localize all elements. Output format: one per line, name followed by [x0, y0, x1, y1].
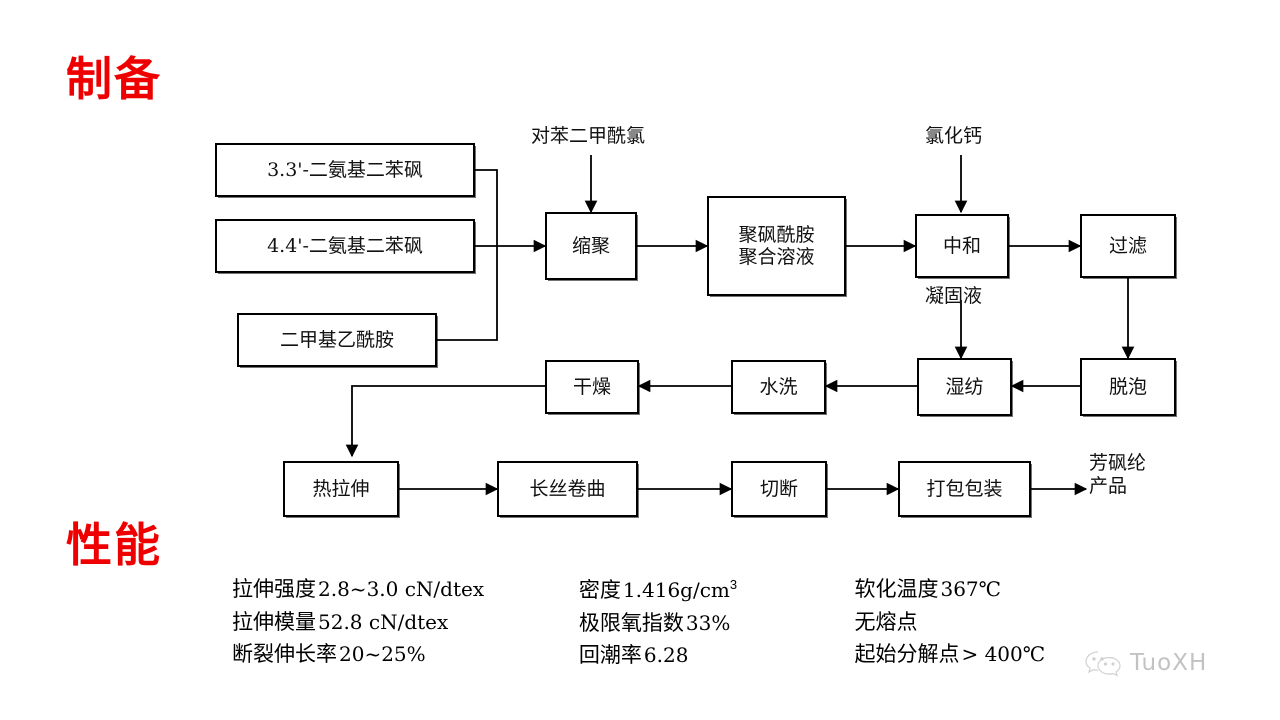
node-water-washing[interactable]: 水洗: [731, 360, 826, 414]
node-packaging[interactable]: 打包包装: [898, 461, 1031, 517]
node-polycondensation[interactable]: 缩聚: [545, 212, 637, 280]
watermark: TuoXH: [1084, 648, 1207, 678]
node-drying[interactable]: 干燥: [545, 360, 639, 414]
property-name: 软化温度: [854, 577, 939, 601]
node-polysulfonamide-solution[interactable]: 聚砜酰胺 聚合溶液: [707, 196, 846, 296]
node-hot-drawing[interactable]: 热拉伸: [283, 461, 399, 517]
section-title-performance: 性能: [66, 518, 162, 572]
node-filtration[interactable]: 过滤: [1080, 214, 1176, 278]
node-wet-spinning[interactable]: 湿纺: [917, 358, 1012, 416]
node-cutting[interactable]: 切断: [731, 461, 827, 517]
property-name: 密度: [578, 578, 621, 602]
property-name: 断裂伸长率: [232, 642, 337, 667]
node-filament-crimping[interactable]: 长丝卷曲: [497, 461, 638, 517]
label-calcium-chloride: 氯化钙: [925, 125, 983, 147]
property-value: 1.416g/cm: [622, 578, 730, 602]
property-name: 无熔点: [854, 609, 918, 634]
node-defoaming[interactable]: 脱泡: [1080, 358, 1176, 416]
node-dimethylacetamide[interactable]: 二甲基乙酰胺: [237, 313, 437, 367]
watermark-text: TuoXH: [1130, 650, 1208, 676]
wechat-icon: [1085, 651, 1121, 677]
property-name: 起始分解点: [854, 642, 960, 667]
label-aramid-sulfone-product: 芳砜纶 产品: [1089, 452, 1147, 498]
property-name: 回潮率: [578, 643, 642, 668]
property-value: > 400℃: [961, 642, 1046, 667]
property-value: 20~25%: [339, 642, 426, 667]
node-diamino-diphenyl-sulfone-33[interactable]: 3.3'-二氨基二苯砜: [215, 143, 475, 197]
section-title-preparation: 制备: [66, 52, 162, 106]
property-value: 52.8 cN/dtex: [318, 609, 449, 634]
property-value: 6.28: [643, 643, 689, 668]
node-neutralization[interactable]: 中和: [915, 214, 1009, 278]
property-name: 拉伸强度: [232, 577, 316, 601]
property-value: 2.8~3.0 cN/dtex: [318, 577, 485, 601]
property-row: 无熔点: [854, 609, 1132, 637]
property-value: 33%: [685, 610, 731, 635]
property-name: 拉伸模量: [232, 609, 316, 634]
property-value-superscript: 3: [729, 577, 738, 592]
label-terephthaloyl-chloride: 对苯二甲酰氯: [531, 125, 646, 147]
property-name: 极限氧指数: [578, 610, 684, 635]
label-coagulation-liquid: 凝固液: [925, 285, 983, 307]
property-value: 367℃: [940, 577, 1002, 601]
node-diamino-diphenyl-sulfone-44[interactable]: 4.4'-二氨基二苯砜: [215, 219, 475, 273]
property-row: 起始分解点> 400℃: [854, 641, 1132, 669]
